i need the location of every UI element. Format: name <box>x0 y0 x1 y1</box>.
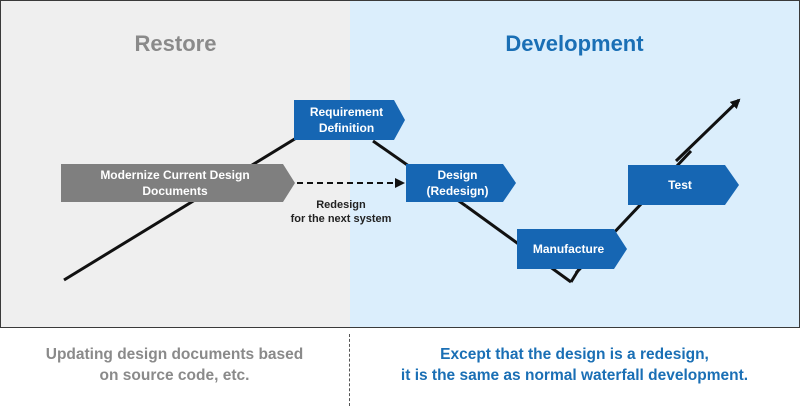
modernize-label: Modernize Current Design Documents <box>100 168 250 198</box>
development-title: Development <box>505 31 644 56</box>
test-node: Test <box>628 165 732 205</box>
requirement-node: Requirement Definition <box>294 100 399 140</box>
modernize-shape <box>61 164 295 202</box>
redesign-annotation: Redesign for the next system <box>266 198 416 226</box>
design-node: Design (Redesign) <box>406 164 509 202</box>
development-caption: Except that the design is a redesign, it… <box>349 344 800 386</box>
caption-divider <box>349 334 350 406</box>
manufacture-label: Manufacture <box>532 242 605 256</box>
manufacture-node: Manufacture <box>517 229 620 269</box>
restore-caption: Updating design documents based on sourc… <box>0 344 349 386</box>
test-label: Test <box>668 178 692 192</box>
development-caption-line1: Except that the design is a redesign, <box>440 346 709 363</box>
redesign-label-line2: for the next system <box>290 213 392 225</box>
restore-caption-text: Updating design documents based on sourc… <box>45 346 304 384</box>
test-shape <box>628 165 739 205</box>
requirement-shape <box>294 100 405 140</box>
manufacture-shape <box>517 229 627 269</box>
development-caption-line2: it is the same as normal waterfall devel… <box>400 367 749 384</box>
design-shape <box>406 164 516 202</box>
design-label: Design (Redesign) <box>426 168 489 198</box>
requirement-label: Requirement Definition <box>309 105 384 135</box>
modernize-node: Modernize Current Design Documents <box>61 164 289 202</box>
redesign-label-line1: Redesign <box>316 199 366 211</box>
restore-title: Restore <box>134 31 217 56</box>
flow-lines <box>61 98 741 284</box>
diagram-frame: Restore Development Modernize Current De… <box>0 0 800 328</box>
test-up-arrow <box>674 98 741 163</box>
